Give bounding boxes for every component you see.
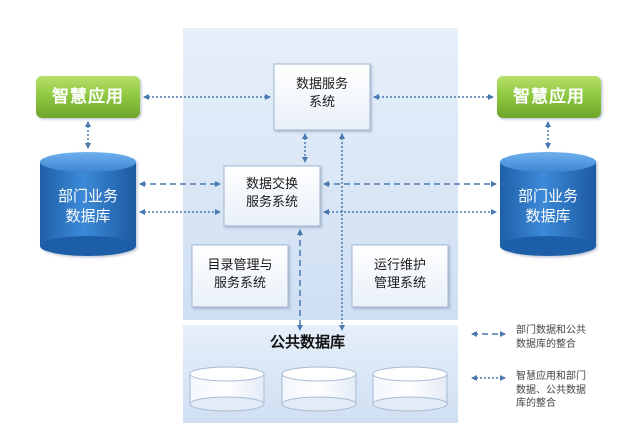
catalog-line-1: 目录管理与: [207, 258, 273, 273]
catalog-box[interactable]: [191, 244, 289, 308]
data-exchange-box[interactable]: [223, 165, 321, 227]
legend-dotted-text: 智慧应用和部门 数据、公共数据 库的整合: [516, 370, 626, 411]
legend-dotted-line-3: 库的整合: [516, 398, 556, 409]
legend-dashed-line-2: 数据库的整合: [516, 338, 576, 350]
public-db-cylinder-1: [189, 366, 265, 412]
legend-dotted-line-2: 数据、公共数据: [516, 384, 586, 396]
ops-line-1: 运行维护: [373, 258, 426, 273]
ops-box[interactable]: [351, 244, 449, 308]
right-app-label: 智慧应用: [513, 87, 585, 107]
data-service-box[interactable]: [273, 63, 371, 131]
right-app-box[interactable]: [497, 76, 601, 118]
right-dept-db-line-2: 数据库: [525, 207, 571, 226]
ops-line-2: 管理系统: [373, 275, 426, 291]
right-dept-db-cylinder[interactable]: [500, 152, 596, 256]
data-exchange-line-2: 服务系统: [245, 194, 298, 210]
left-app-box[interactable]: [36, 76, 140, 118]
left-dept-db-line-1: 部门业务: [57, 187, 118, 205]
legend-dashed-text: 部门数据和公共 数据库的整合: [516, 324, 626, 351]
legend-dashed-line-1: 部门数据和公共: [516, 325, 586, 336]
right-dept-db-line-1: 部门业务: [517, 187, 578, 205]
left-app-label: 智慧应用: [52, 87, 124, 107]
catalog-line-2: 服务系统: [213, 275, 266, 291]
right-dept-db-label: 部门业务 数据库: [500, 186, 596, 227]
catalog-label: 目录管理与 服务系统: [192, 257, 288, 292]
data-service-line-1: 数据服务: [295, 77, 348, 92]
public-db-cylinder-2: [281, 366, 357, 412]
legend-dotted-line-1: 智慧应用和部门: [516, 371, 586, 382]
left-dept-db-cylinder[interactable]: [40, 152, 136, 256]
public-db-title: 公共数据库: [270, 333, 346, 351]
ops-label: 运行维护 管理系统: [352, 257, 448, 292]
data-exchange-label: 数据交换 服务系统: [224, 176, 320, 211]
left-dept-db-line-2: 数据库: [65, 207, 111, 226]
public-db-cylinder-3: [372, 366, 448, 412]
data-exchange-line-1: 数据交换: [245, 177, 298, 192]
left-dept-db-label: 部门业务 数据库: [40, 186, 136, 227]
data-service-label: 数据服务 系统: [274, 76, 370, 111]
data-service-line-2: 系统: [308, 94, 335, 110]
